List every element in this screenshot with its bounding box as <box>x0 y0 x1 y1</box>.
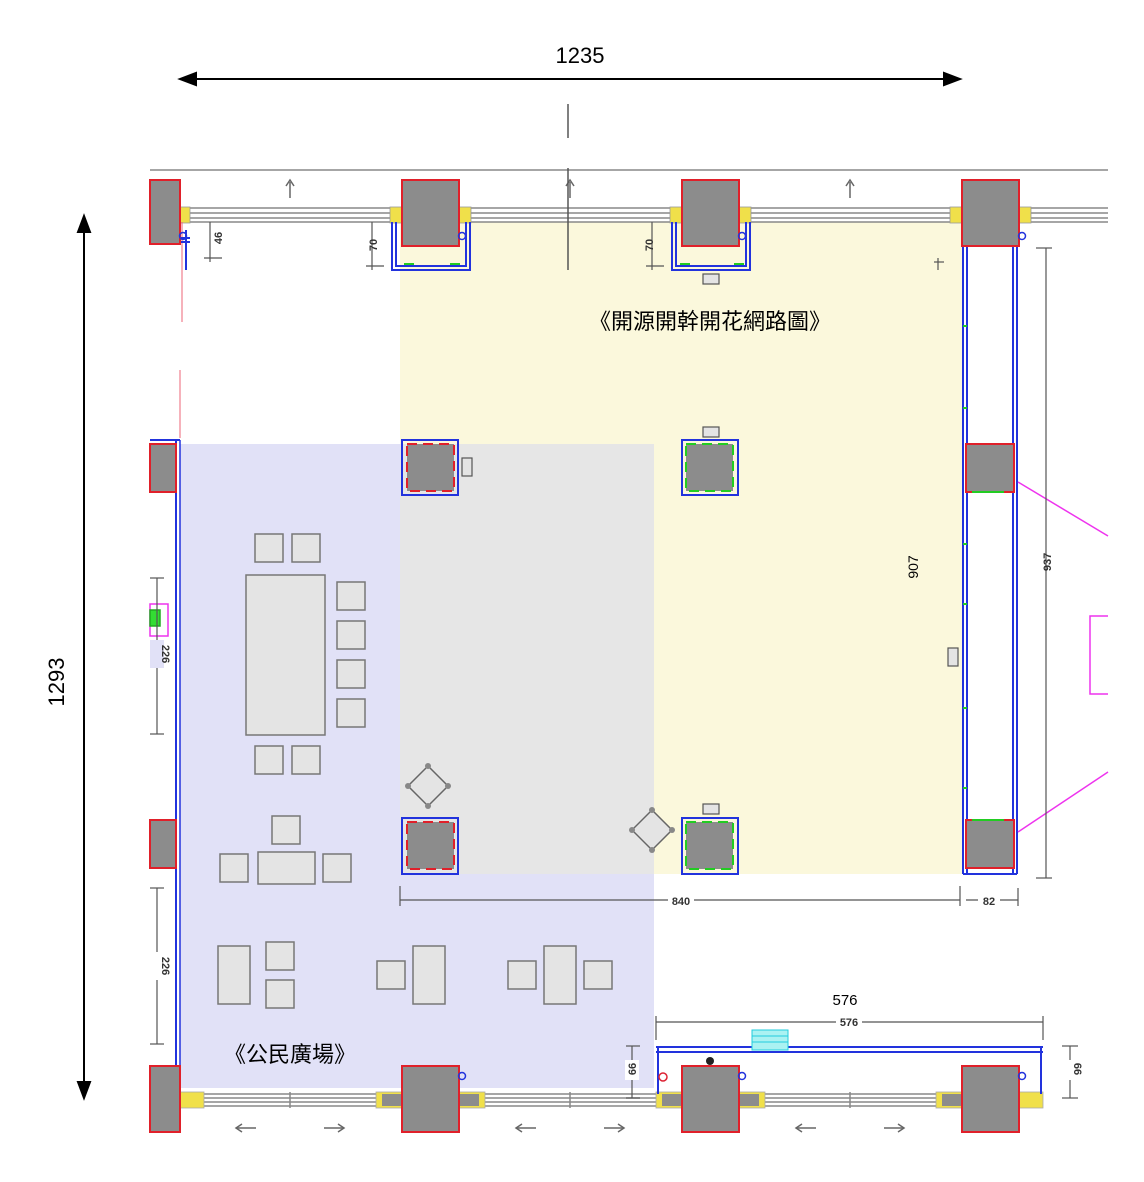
diamond-stool-knobs <box>405 763 675 853</box>
room-height-label: 907 <box>905 555 921 579</box>
chair <box>336 620 366 650</box>
dimension-side-height <box>1036 247 1052 879</box>
chair <box>336 581 366 611</box>
bottom-wall-dim-label: 576 <box>840 1017 858 1029</box>
bottom-left-66-label: 66 <box>627 1063 639 1075</box>
room-width-label: 840 <box>672 896 690 908</box>
column-bottom-4 <box>961 1065 1020 1133</box>
column-top-2 <box>401 179 460 247</box>
small-outlets <box>461 273 959 815</box>
column-offset-2-label: 70 <box>368 239 380 251</box>
sliding-door-arrows-bottom <box>234 1123 906 1133</box>
column-left-1 <box>149 443 177 493</box>
bottom-wall-stubs <box>382 1094 962 1106</box>
overall-height-label: 1293 <box>44 658 69 707</box>
zone-overlap-area <box>400 444 654 874</box>
bottom-wall <box>180 1093 1040 1107</box>
column-interior-1 <box>406 443 455 492</box>
chair <box>336 698 366 728</box>
left-wall-fixture <box>149 603 169 637</box>
column-left-2 <box>149 819 177 869</box>
bottom-wall-ticks <box>289 1092 851 1108</box>
civic-plaza-zone-title: 《公民廣場》 <box>224 1042 356 1067</box>
dimension-overall-width <box>177 71 963 87</box>
column-bottom-2 <box>401 1065 460 1133</box>
interior-columns <box>401 439 739 875</box>
column-blue-pins <box>178 231 1027 1081</box>
open-source-zone-title: 《開源開幹開花網路圖》 <box>589 309 831 334</box>
left-upper-label: 226 <box>159 645 171 663</box>
side-height-label: 937 <box>1042 553 1054 571</box>
right-wall <box>962 245 1018 875</box>
overall-width-label: 1235 <box>556 43 605 68</box>
bottom-wall-label: 576 <box>832 992 857 1009</box>
column-interior-2 <box>685 443 734 492</box>
column-top-4 <box>961 179 1020 247</box>
chair <box>254 533 284 563</box>
meeting-table <box>245 574 326 736</box>
column-bottom-1 <box>149 1065 181 1133</box>
column-offset-3-label: 70 <box>644 239 656 251</box>
column-green-ticks <box>404 263 1004 821</box>
meeting-table-set <box>245 533 366 775</box>
door-pins <box>658 1057 714 1082</box>
chair <box>291 745 321 775</box>
column-interior-4 <box>685 821 734 870</box>
side-gap-label: 82 <box>983 896 995 908</box>
chair <box>336 659 366 689</box>
bench-set-lower <box>217 941 613 1009</box>
bottom-right-66-label: 66 <box>1071 1063 1083 1075</box>
top-wall-yellow-joints <box>179 206 1032 224</box>
column-offset-1-label: 46 <box>213 232 225 244</box>
column-bottom-3 <box>681 1065 740 1133</box>
chair <box>254 745 284 775</box>
column-top-3 <box>681 179 740 247</box>
window-direction-arrows-top <box>285 178 855 198</box>
column-right-2 <box>965 819 1015 869</box>
column-top-wall-outlines <box>391 222 751 271</box>
dimension-column-offsets <box>204 222 944 270</box>
column-interior-3 <box>406 821 455 870</box>
chair <box>291 533 321 563</box>
perimeter-columns <box>149 179 1020 1133</box>
right-wall-green-marks <box>963 325 967 789</box>
column-top-1 <box>149 179 181 245</box>
column-right-1 <box>965 443 1015 493</box>
left-lower-label: 226 <box>159 957 171 975</box>
vent-grille <box>751 1029 789 1051</box>
bench-set-middle <box>219 815 352 885</box>
right-outside-lines <box>1017 481 1109 833</box>
dimension-overall-height <box>76 213 92 1101</box>
bottom-right-wall-section <box>656 1046 1043 1094</box>
